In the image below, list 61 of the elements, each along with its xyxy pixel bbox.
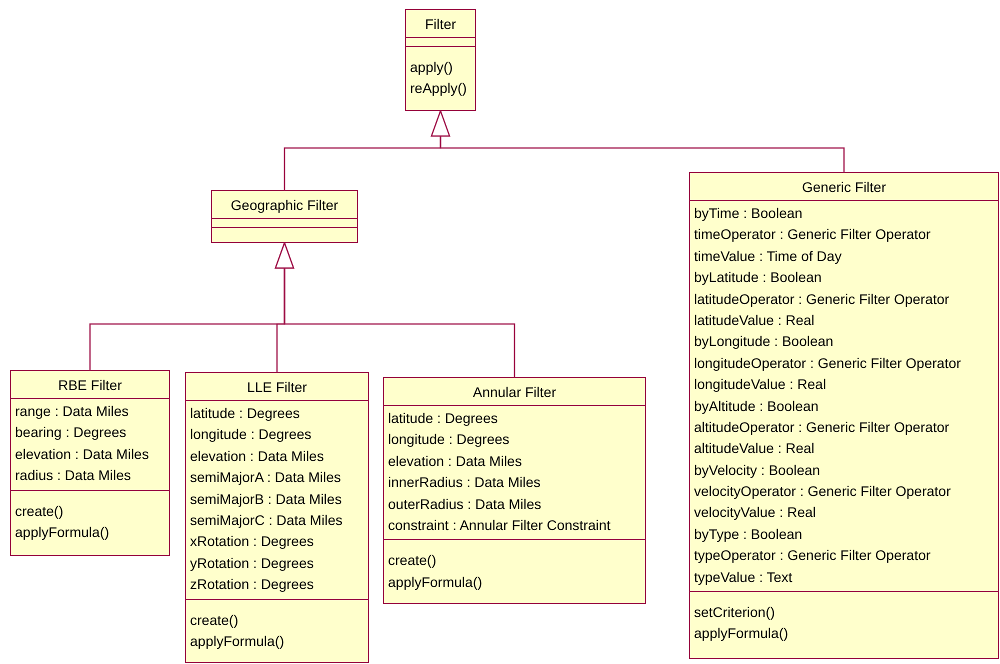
attribute-text: outerRadius : Data Miles [388,494,542,514]
attribute-text: yRotation : Degrees [190,554,315,573]
class-name: RBE Filter [57,376,123,395]
class-name: Annular Filter [472,383,558,402]
attribute-text: byLatitude : Boolean [694,268,823,288]
attribute-text: elevation : Data Miles [388,452,523,471]
attribute-text: semiMajorA : Data Miles [190,468,342,488]
attribute-text: velocityOperator : Generic Filter Operator [694,482,952,502]
attribute-text: latitude : Degrees [190,404,301,423]
attribute-text: longitude : Degrees [190,425,312,444]
operation-text: apply() [410,58,454,77]
attribute-text: xRotation : Degrees [190,532,315,552]
class-box [383,377,646,604]
attribute-text: latitude : Degrees [388,409,499,428]
attribute-text: typeValue : Text [694,568,794,587]
attribute-text: altitudeOperator : Generic Filter Operator [694,418,950,437]
attribute-text: semiMajorC : Data Miles [190,510,344,530]
operation-text: applyFormula() [388,572,484,592]
attribute-text: latitudeOperator : Generic Filter Operator [694,290,950,309]
generalization-arrow [430,110,845,172]
attribute-text: zRotation : Degrees [190,575,315,594]
attribute-text: constraint : Annular Filter Constraint [388,516,612,535]
operation-text: applyFormula() [694,624,790,644]
attribute-text: byTime : Boolean [694,204,804,223]
attribute-text: byVelocity : Boolean [694,460,822,480]
class-box [689,172,999,659]
attribute-text: velocityValue : Real [694,503,817,522]
class-name: LLE Filter [246,378,308,397]
class-name: Filter [424,15,458,34]
attribute-text: altitudeValue : Real [694,439,816,458]
operation-text: reApply() [410,79,468,98]
attribute-text: byAltitude : Boolean [694,396,820,416]
attribute-text: radius : Data Miles [15,466,132,486]
attribute-text: innerRadius : Data Miles [388,473,542,492]
attribute-text: elevation : Data Miles [190,446,325,466]
operation-text: create() [388,551,438,570]
class-box [185,372,369,663]
class-box [10,370,170,556]
attribute-text: longitude : Degrees [388,430,510,450]
class-box [405,9,476,111]
attribute-text: typeOperator : Generic Filter Operator [694,546,932,566]
attribute-text: byType : Boolean [694,524,804,544]
class-name: Generic Filter [800,178,888,197]
class-box [211,190,358,243]
attribute-text: range : Data Miles [15,402,130,421]
operation-text: create() [190,610,240,630]
operation-text: applyFormula() [190,632,286,651]
attribute-text: elevation : Data Miles [15,444,150,464]
attribute-text: semiMajorB : Data Miles [190,490,343,509]
attribute-text: timeValue : Time of Day [694,246,843,266]
operation-text: applyFormula() [15,522,110,542]
operation-text: create() [15,502,64,521]
attribute-text: byLongitude : Boolean [694,332,834,352]
attribute-text: longitudeValue : Real [694,375,828,394]
operation-text: setCriterion() [694,603,776,622]
attribute-text: bearing : Degrees [15,423,128,442]
attribute-text: latitudeValue : Real [694,310,816,330]
attribute-text: timeOperator : Generic Filter Operator [694,225,932,244]
class-name: Geographic Filter [230,196,340,215]
attribute-text: longitudeOperator : Generic Filter Operator [694,354,962,373]
generalization-arrow [274,242,516,377]
